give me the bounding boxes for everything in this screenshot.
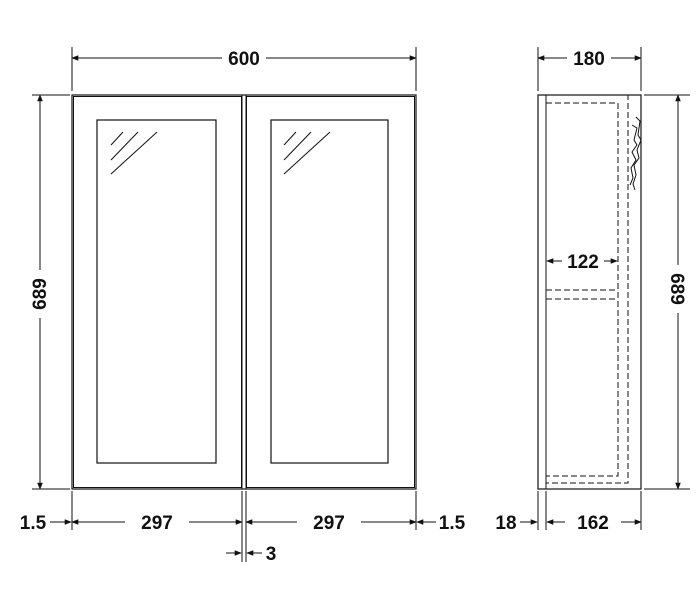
hinge-icon [629, 116, 642, 191]
inner-depth-label: 162 [577, 513, 609, 534]
cabinet-side-outline [537, 94, 642, 490]
door-width-right-label: 297 [313, 513, 345, 534]
cabinet-front-outline [71, 94, 417, 490]
right-door-glass [270, 119, 389, 464]
side-view: 180 689 122 18 162 [495, 47, 690, 534]
front-view: 600 689 1.5 297 297 1.5 3 [20, 47, 466, 565]
left-glass-reflection [110, 131, 158, 175]
right-glass-reflection [283, 131, 331, 175]
right-door-frame [246, 96, 415, 488]
door-width-left-label: 297 [141, 513, 173, 534]
front-height-label: 689 [30, 278, 51, 310]
left-door-frame [73, 96, 242, 488]
overall-depth-label: 180 [573, 49, 605, 70]
back-thickness-label: 18 [495, 513, 516, 534]
edge-gap-right-label: 1.5 [439, 513, 466, 534]
overall-width-label: 600 [228, 49, 260, 70]
interior-hidden-lines [546, 94, 629, 484]
edge-gap-left-label: 1.5 [20, 513, 47, 534]
side-height-label: 689 [666, 273, 687, 305]
shelf-depth-label: 122 [567, 252, 599, 273]
center-gap-label: 3 [266, 544, 277, 565]
left-door-glass [96, 119, 217, 464]
